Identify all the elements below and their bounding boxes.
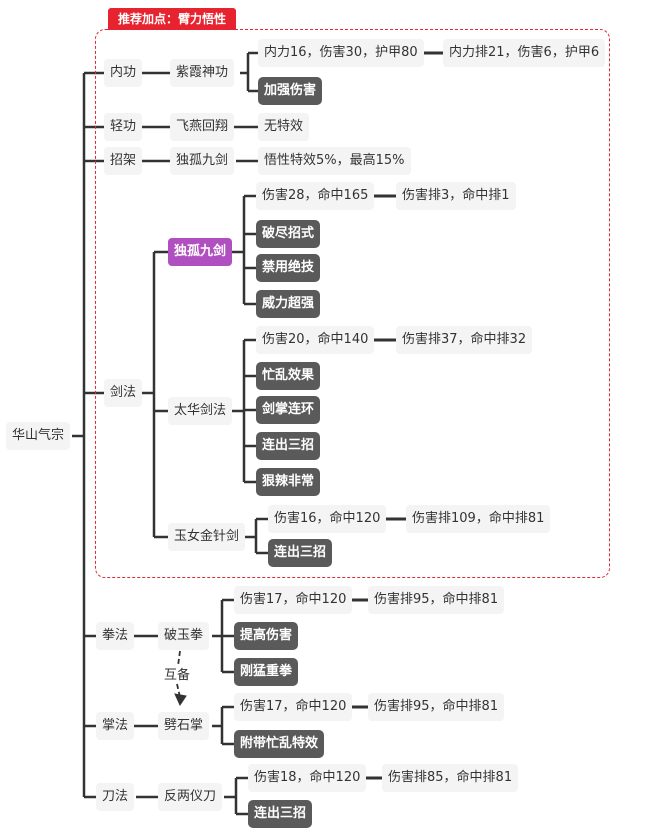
stats-dugu-sword[interactable]: 伤害28，命中165: [256, 182, 375, 210]
category-jianfa[interactable]: 剑法: [104, 379, 143, 407]
skill-taihua[interactable]: 太华剑法: [168, 397, 233, 425]
skill-pishi[interactable]: 劈石掌: [158, 712, 210, 740]
category-neigong[interactable]: 内功: [104, 59, 143, 87]
stats-taihua[interactable]: 伤害20，命中140: [256, 326, 375, 354]
connector: [232, 194, 256, 306]
skill-fanliangyi[interactable]: 反两仪刀: [158, 783, 223, 811]
category-qinggong[interactable]: 轻功: [104, 113, 143, 141]
effect-pishi-1[interactable]: 附带忙乱特效: [234, 730, 325, 758]
effect-dugu-3[interactable]: 威力超强: [256, 290, 321, 318]
stats-dugu-parry[interactable]: 悟性特效5%，最高15%: [258, 147, 411, 175]
connector: [84, 71, 104, 799]
recommendation-banner: 推荐加点：臂力悟性: [108, 8, 237, 30]
rank-zixia[interactable]: 内力排21，伤害6，护甲6: [443, 39, 606, 67]
stats-poyu[interactable]: 伤害17，命中120: [234, 586, 353, 614]
skill-yunv[interactable]: 玉女金针剑: [168, 523, 246, 551]
category-daofa[interactable]: 刀法: [96, 783, 135, 811]
effect-poyu-2[interactable]: 刚猛重拳: [234, 658, 299, 686]
connector: [240, 51, 258, 93]
category-quanfa[interactable]: 拳法: [96, 622, 135, 650]
effect-zixia-1[interactable]: 加强伤害: [258, 77, 323, 105]
skill-zixia[interactable]: 紫霞神功: [170, 59, 235, 87]
stats-yunv[interactable]: 伤害16，命中120: [268, 505, 387, 533]
recommended-region-border: [95, 29, 610, 578]
effect-dugu-1[interactable]: 破尽招式: [256, 220, 321, 248]
effect-fanliangyi-1[interactable]: 连出三招: [248, 800, 313, 828]
skill-dugu-parry[interactable]: 独孤九剑: [170, 147, 235, 175]
effect-taihua-3[interactable]: 连出三招: [256, 432, 321, 460]
skill-dugu-sword[interactable]: 独孤九剑: [168, 238, 233, 266]
connector: [230, 338, 256, 484]
effect-taihua-2[interactable]: 剑掌连环: [256, 396, 321, 424]
effect-yunv-1[interactable]: 连出三招: [268, 539, 333, 567]
effect-poyu-1[interactable]: 提高伤害: [234, 622, 299, 650]
skill-feiyan[interactable]: 飞燕回翔: [170, 113, 235, 141]
rank-poyu[interactable]: 伤害排95，命中排81: [368, 586, 505, 614]
relation-label: 互备: [164, 668, 191, 683]
connector: [140, 250, 168, 539]
connector: [244, 517, 268, 555]
rank-taihua[interactable]: 伤害排37，命中排32: [396, 326, 533, 354]
rank-dugu-sword[interactable]: 伤害排3，命中排1: [396, 182, 516, 210]
effect-taihua-4[interactable]: 狠辣非常: [256, 468, 321, 496]
rank-yunv[interactable]: 伤害排109，命中排81: [406, 505, 551, 533]
category-zhangfa[interactable]: 掌法: [96, 712, 135, 740]
stats-fanliangyi[interactable]: 伤害18，命中120: [248, 764, 367, 792]
rank-pishi[interactable]: 伤害排95，命中排81: [368, 693, 505, 721]
effect-dugu-2[interactable]: 禁用绝技: [256, 254, 321, 282]
stats-zixia[interactable]: 内力16，伤害30，护甲80: [258, 39, 424, 67]
rank-fanliangyi[interactable]: 伤害排85，命中排81: [382, 764, 519, 792]
connector: [136, 776, 248, 816]
effect-taihua-1[interactable]: 忙乱效果: [256, 362, 321, 390]
connector: [132, 705, 234, 746]
stats-pishi[interactable]: 伤害17，命中120: [234, 693, 353, 721]
relation-arrowhead: [174, 693, 187, 707]
root-node[interactable]: 华山气宗: [6, 422, 71, 450]
connector: [132, 598, 234, 674]
skill-poyu[interactable]: 破玉拳: [158, 622, 210, 650]
stats-feiyan[interactable]: 无特效: [258, 113, 310, 141]
category-zhaojia[interactable]: 招架: [104, 147, 143, 175]
